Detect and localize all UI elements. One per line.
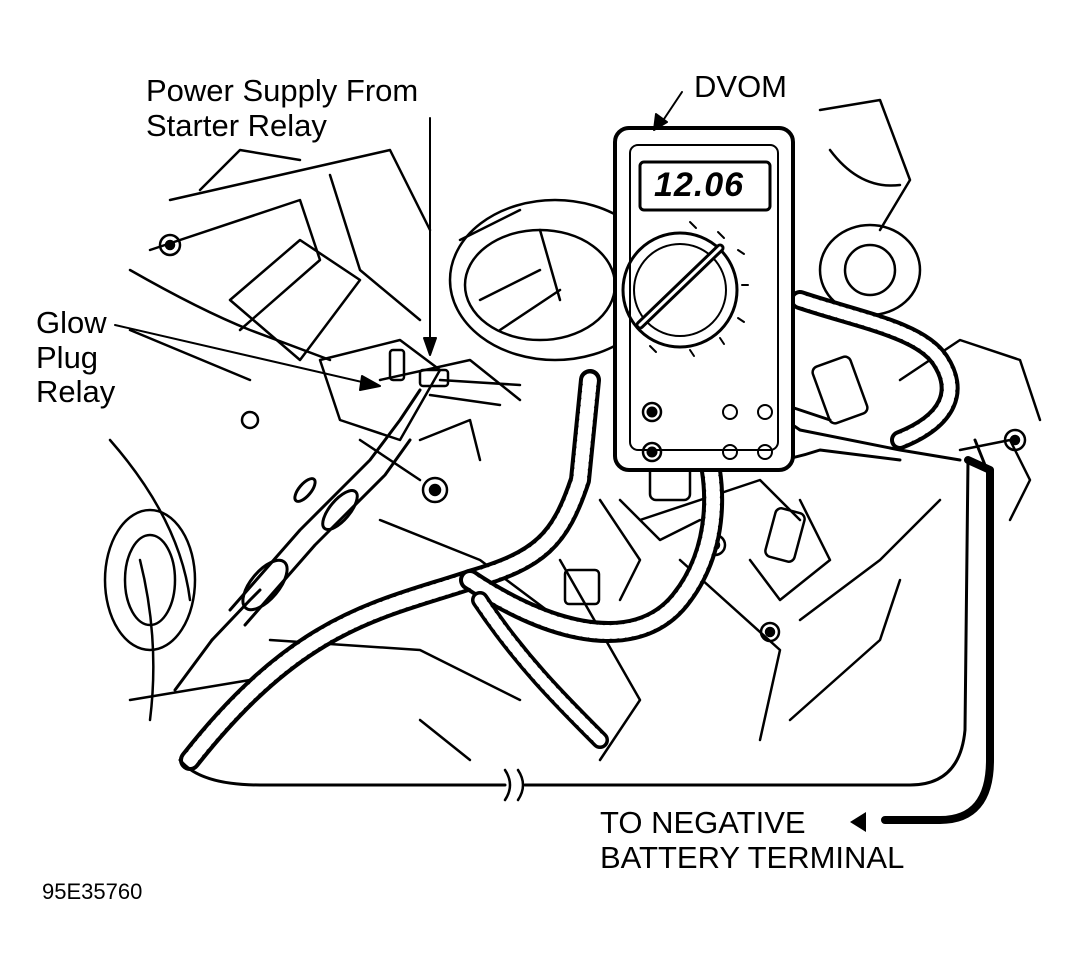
meter-display bbox=[638, 160, 772, 212]
meter-terminals bbox=[641, 401, 773, 463]
corrugated-harness bbox=[179, 290, 960, 771]
engine-block-outline bbox=[108, 98, 1042, 762]
label-leaders bbox=[114, 91, 866, 832]
meter-display-reading: 12.06 bbox=[654, 166, 745, 204]
bolt-heads bbox=[158, 233, 1027, 643]
negative-terminal-label: TO NEGATIVE BATTERY TERMINAL bbox=[600, 805, 905, 875]
power-supply-label-line-2: Starter Relay bbox=[146, 107, 327, 143]
figure-id: 95E35760 bbox=[42, 879, 143, 904]
power-supply-label: Power Supply From Starter Relay bbox=[146, 73, 419, 143]
negative-terminal-label-line-2: BATTERY TERMINAL bbox=[600, 839, 905, 875]
test-probe bbox=[173, 388, 422, 692]
meter-tick-marks bbox=[649, 221, 749, 357]
battery-lead bbox=[178, 438, 994, 824]
glow-plug-relay-label-line-2: Plug bbox=[36, 339, 99, 375]
injector-fittings bbox=[563, 355, 869, 606]
glow-plug-relay-label-line-1: Glow bbox=[36, 305, 107, 340]
glow-plug-relay-label-line-3: Relay bbox=[36, 374, 116, 410]
glow-plug-relay-body bbox=[228, 238, 522, 482]
negative-terminal-label-line-1: TO NEGATIVE bbox=[600, 805, 806, 840]
power-supply-label-line-1: Power Supply From bbox=[146, 73, 419, 108]
dvom-label: DVOM bbox=[694, 69, 787, 104]
meter-rotary-dial bbox=[621, 231, 739, 349]
dvom-meter bbox=[613, 126, 795, 472]
oil-filler-cap bbox=[103, 508, 197, 652]
glow-plug-relay-label: Glow Plug Relay bbox=[36, 305, 116, 410]
